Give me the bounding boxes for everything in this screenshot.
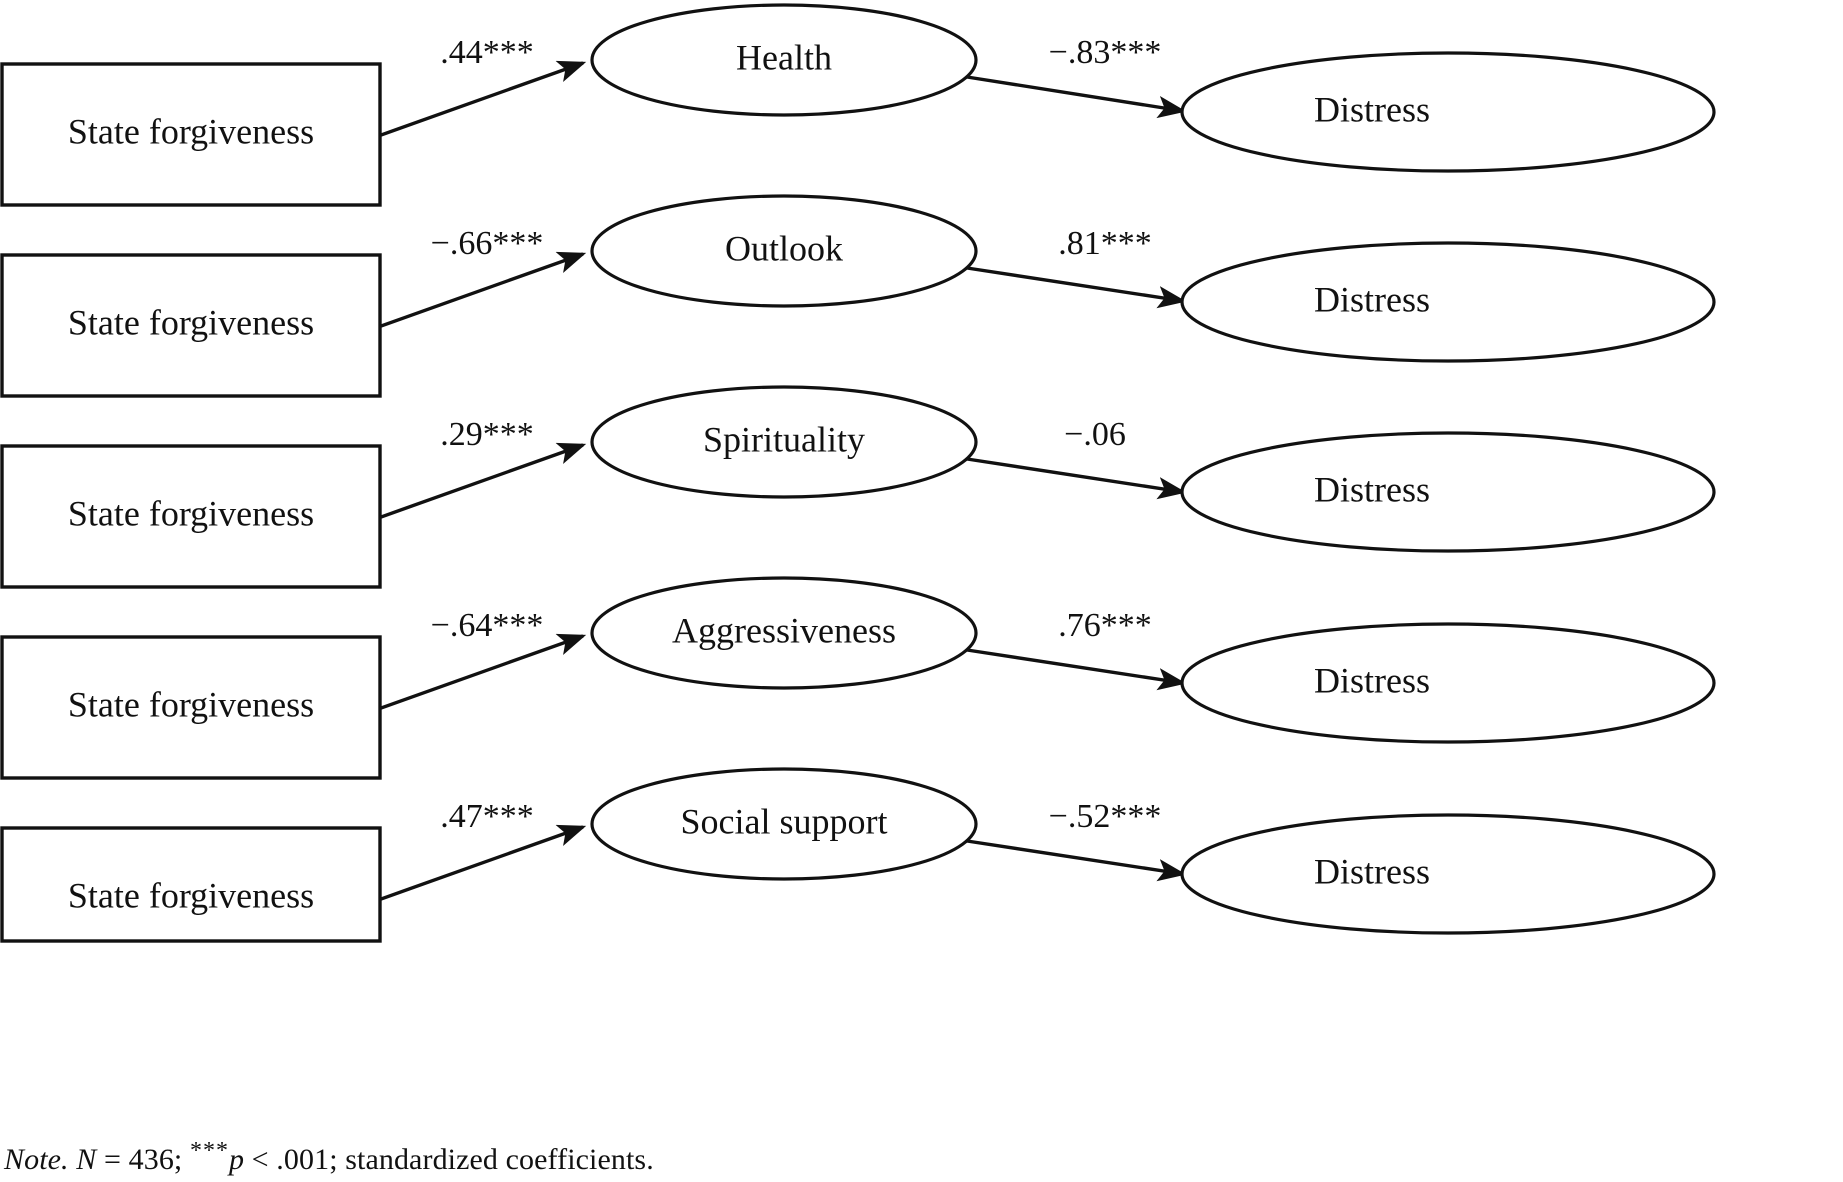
- predictor-box-4[interactable]: [0, 635, 382, 780]
- b-path-label-2: .81***: [1058, 225, 1152, 262]
- outcome-label-4: Distress: [1314, 660, 1430, 700]
- mediator-ellipse-2[interactable]: [590, 194, 978, 308]
- b-path-arrow-4: [966, 648, 1187, 691]
- mediation-row-1: State forgiveness .44*** Health −.83*** …: [0, 3, 1716, 207]
- note-stars: ***: [189, 1138, 229, 1164]
- mediation-row-5: State forgiveness .47*** Social support …: [0, 767, 1716, 943]
- b-path-label-4: .76***: [1058, 607, 1152, 644]
- outcome-ellipse-2[interactable]: [1180, 241, 1716, 363]
- outcome-ellipse-3[interactable]: [1180, 431, 1716, 553]
- a-path-arrow-3: [380, 442, 587, 519]
- a-path-label-1: .44***: [440, 34, 534, 71]
- predictor-label-4: State forgiveness: [68, 684, 314, 724]
- note-p-label: p: [228, 1142, 245, 1176]
- b-path-label-3: −.06: [1064, 416, 1126, 453]
- a-path-label-3: .29***: [440, 416, 534, 453]
- outcome-label-1: Distress: [1314, 89, 1430, 129]
- predictor-label-5: State forgiveness: [68, 875, 314, 915]
- figure-note: Note. N = 436; ***p < .001; standardized…: [4, 1138, 654, 1177]
- outcome-label-5: Distress: [1314, 851, 1430, 891]
- outcome-label-2: Distress: [1314, 279, 1430, 319]
- mediator-label-2: Outlook: [725, 228, 843, 268]
- b-path-arrow-1: [966, 75, 1187, 119]
- note-prefix: Note.: [4, 1142, 69, 1176]
- a-path-arrow-1: [380, 60, 587, 137]
- predictor-box-1[interactable]: [0, 62, 382, 207]
- outcome-ellipse-5[interactable]: [1180, 813, 1716, 935]
- mediator-ellipse-4[interactable]: [590, 576, 978, 690]
- a-path-label-2: −.66***: [431, 225, 544, 262]
- predictor-box-3[interactable]: [0, 444, 382, 589]
- mediator-label-5: Social support: [681, 801, 888, 841]
- a-path-arrow-4: [380, 633, 587, 710]
- predictor-box-5[interactable]: [0, 826, 382, 943]
- mediator-label-3: Spirituality: [703, 419, 865, 459]
- a-path-label-4: −.64***: [431, 607, 544, 644]
- outcome-ellipse-4[interactable]: [1180, 622, 1716, 744]
- mediation-row-3: State forgiveness .29*** Spirituality −.…: [0, 385, 1716, 589]
- predictor-box-2[interactable]: [0, 253, 382, 398]
- outcome-ellipse-1[interactable]: [1180, 51, 1716, 173]
- outcome-label-3: Distress: [1314, 469, 1430, 509]
- note-sample-label: N: [76, 1142, 97, 1176]
- mediator-label-4: Aggressiveness: [672, 610, 896, 650]
- b-path-label-5: −.52***: [1049, 798, 1162, 835]
- a-path-label-5: .47***: [440, 798, 534, 835]
- mediator-label-1: Health: [736, 37, 832, 77]
- b-path-arrow-2: [966, 266, 1187, 309]
- mediator-ellipse-1[interactable]: [590, 3, 978, 117]
- mediation-row-4: State forgiveness −.64*** Aggressiveness…: [0, 576, 1716, 780]
- mediation-row-2: State forgiveness −.66*** Outlook .81***…: [0, 194, 1716, 398]
- note-p-text: < .001; standardized coefficients.: [244, 1142, 654, 1176]
- a-path-arrow-5: [380, 824, 587, 901]
- mediator-ellipse-3[interactable]: [590, 385, 978, 499]
- a-path-arrow-2: [380, 251, 587, 328]
- note-sample-text: = 436;: [96, 1142, 190, 1176]
- b-path-arrow-3: [966, 457, 1187, 500]
- predictor-label-3: State forgiveness: [68, 493, 314, 533]
- b-path-arrow-5: [966, 839, 1187, 882]
- mediator-ellipse-5[interactable]: [590, 767, 978, 881]
- predictor-label-1: State forgiveness: [68, 111, 314, 151]
- b-path-label-1: −.83***: [1049, 34, 1162, 71]
- predictor-label-2: State forgiveness: [68, 302, 314, 342]
